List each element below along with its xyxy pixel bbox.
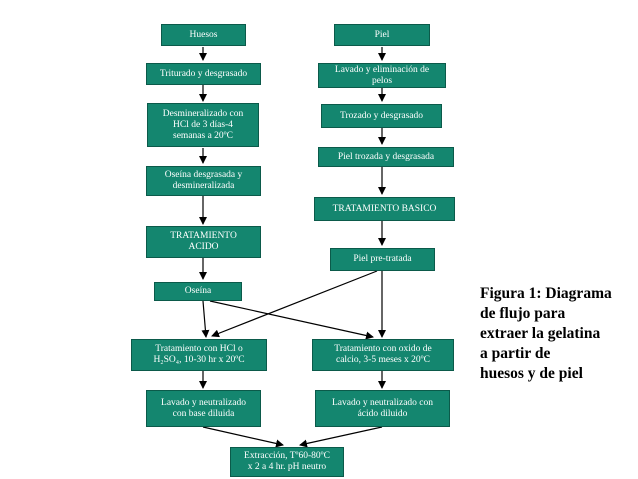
arrow-piel-pretratada-tratamiento-hcl bbox=[211, 270, 378, 338]
arrow-lavado-acido-extraccion bbox=[299, 426, 383, 448]
piel-node: Piel bbox=[334, 24, 430, 46]
figure-caption: Figura 1: Diagrama de flujo para extraer… bbox=[480, 285, 612, 382]
lavado-eliminacion-node: Lavado y eliminación de pelos bbox=[318, 63, 446, 88]
lavado-base-node: Lavado y neutralizado con base diluida bbox=[146, 390, 261, 427]
piel-trozada-node: Piel trozada y desgrasada bbox=[318, 147, 454, 167]
oseina-desgrasada-node: Oseína desgrasada y desmineralizada bbox=[146, 166, 261, 196]
piel-pretratada-node: Piel pre-tratada bbox=[330, 248, 435, 271]
tratamiento-acido-node: TRATAMIENTO ACIDO bbox=[146, 226, 261, 258]
arrow-oseina-tratamiento-oxido bbox=[209, 300, 374, 340]
huesos-node: Huesos bbox=[161, 24, 246, 46]
extraccion-node: Extracción, Tº60-80ºC x 2 a 4 hr. pH neu… bbox=[230, 447, 344, 477]
tratamiento-basico-node: TRATAMIENTO BASICO bbox=[314, 197, 455, 221]
tratamiento-oxido-node: Tratamiento con oxido de calcio, 3-5 mes… bbox=[312, 339, 454, 371]
desmineralizado-node: Desmineralizado con HCl de 3 días-4 sema… bbox=[147, 103, 259, 147]
triturado-node: Triturado y desgrasado bbox=[146, 63, 261, 85]
trozado-node: Trozado y desgrasado bbox=[321, 104, 442, 128]
lavado-acido-node: Lavado y neutralizado con ácido diluido bbox=[315, 390, 450, 427]
arrow-lavado-base-extraccion bbox=[202, 426, 284, 448]
arrow-oseina-tratamiento-hcl bbox=[201, 300, 210, 338]
oseina-node: Oseína bbox=[154, 282, 242, 301]
tratamiento-hcl-node: Tratamiento con HCl o H₂SO₄, 10-30 hr x … bbox=[131, 339, 267, 371]
